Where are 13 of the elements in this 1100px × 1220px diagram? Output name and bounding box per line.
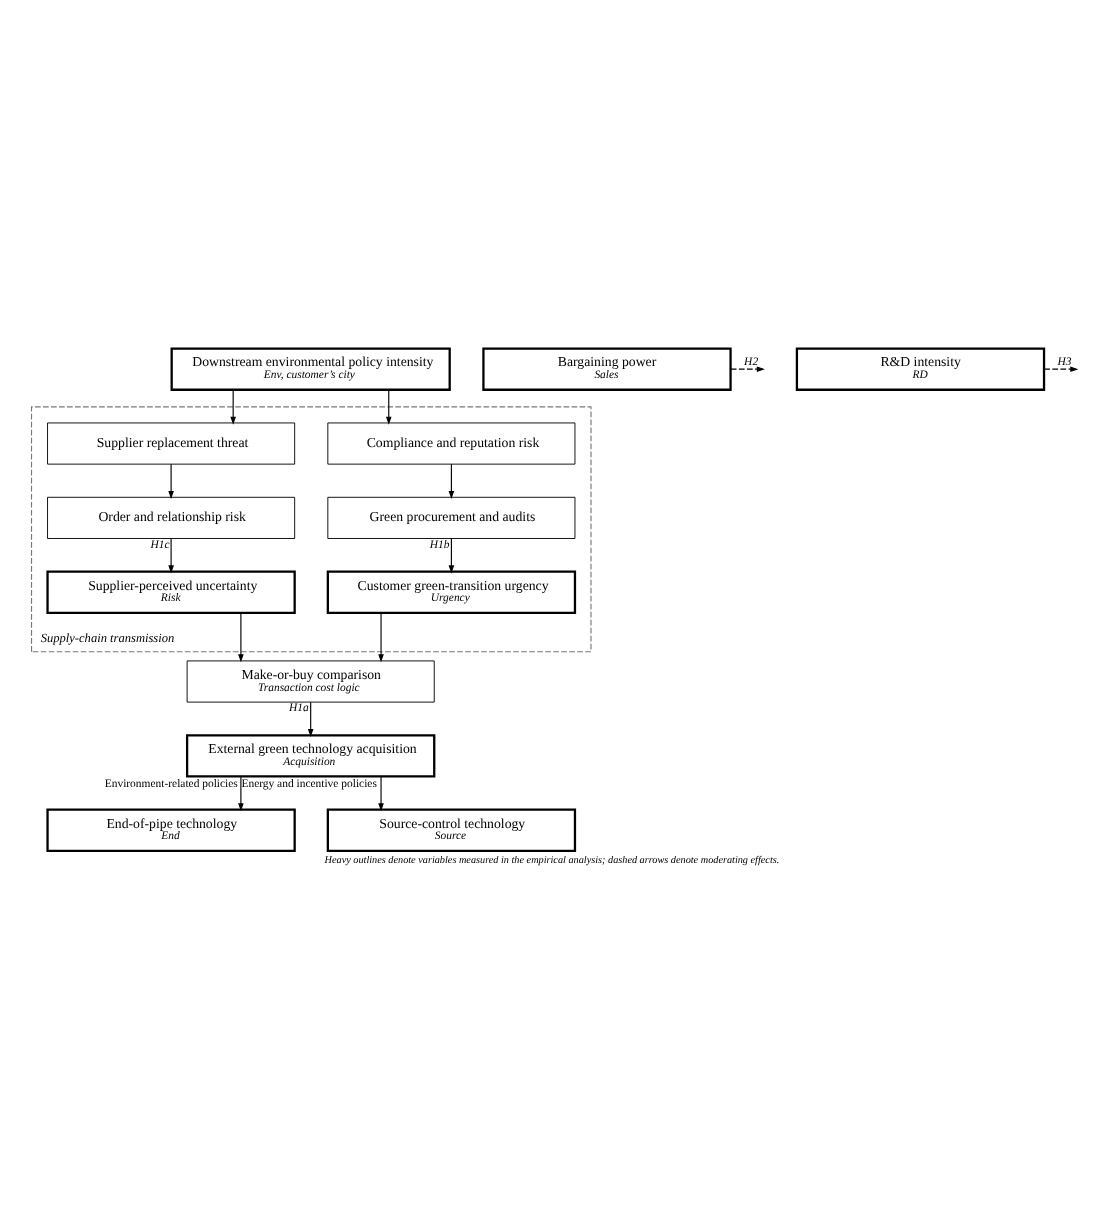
arrow xyxy=(378,612,384,663)
arrow xyxy=(168,463,174,500)
arrow xyxy=(238,612,244,663)
arrow xyxy=(730,366,765,372)
arrow xyxy=(238,776,244,812)
arrow xyxy=(448,538,455,574)
arrow xyxy=(168,538,174,574)
arrow xyxy=(307,701,314,737)
arrow xyxy=(385,389,392,425)
arrow xyxy=(448,463,455,500)
arrow xyxy=(378,776,384,812)
arrow xyxy=(230,389,236,425)
arrow xyxy=(1043,366,1079,372)
